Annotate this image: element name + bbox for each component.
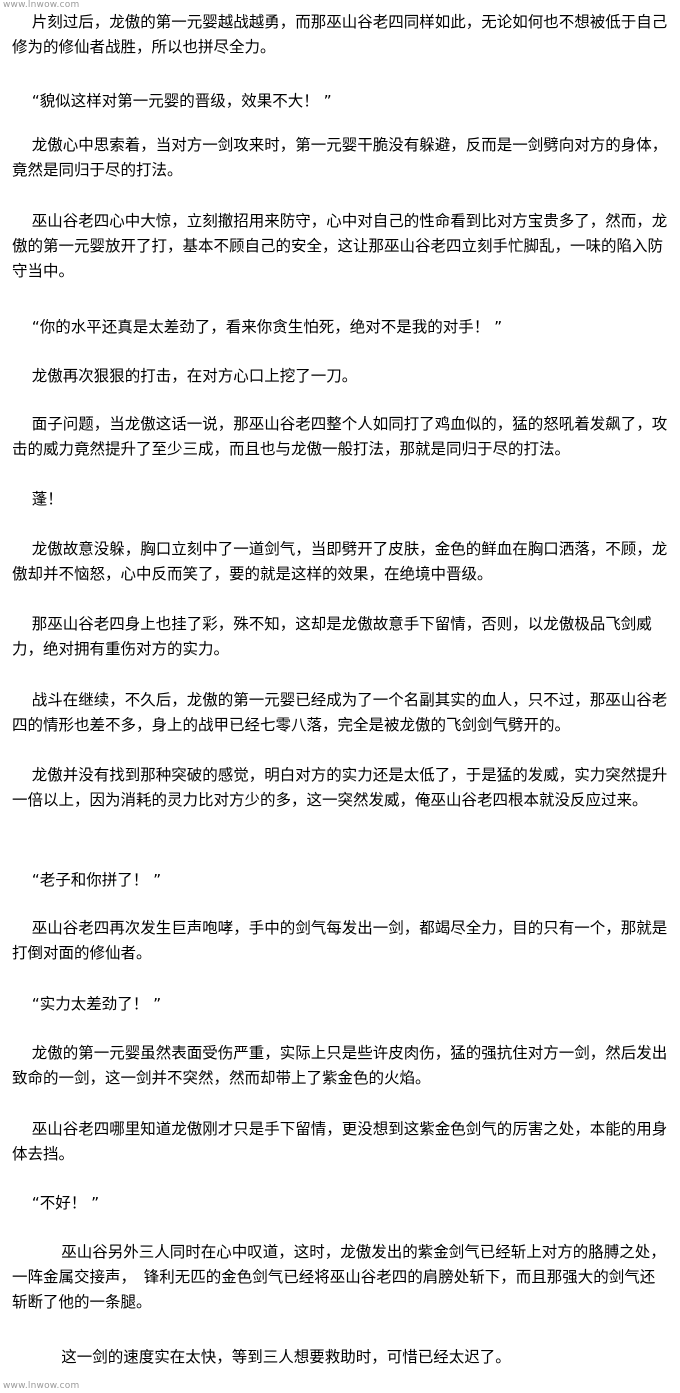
paragraph: 龙傲的第一元婴虽然表面受伤严重，实际上只是些许皮肉伤，猛的强抗住对方一剑，然后发… — [12, 1044, 668, 1087]
paragraph: “老子和你拼了！ ” — [12, 871, 162, 889]
watermark-top: www.lnwow.com — [3, 0, 80, 10]
paragraph: 这一剑的速度实在太快，等到三人想要救助时，可惜已经太迟了。 — [12, 1348, 511, 1366]
paragraph: 面子问题，当龙傲这话一说，那巫山谷老四整个人如同打了鸡血似的，猛的怒吼着发飙了，… — [12, 415, 668, 458]
paragraph: 龙傲并没有找到那种突破的感觉，明白对方的实力还是太低了，于是猛的发威，实力突然提… — [12, 766, 668, 809]
watermark-bottom: www.lnwow.com — [3, 1381, 80, 1391]
paragraph: “貌似这样对第一元婴的晋级，效果不大！ ” — [12, 92, 332, 110]
paragraph: 蓬！ — [12, 490, 63, 508]
paragraph: 巫山谷老四心中大惊，立刻撤招用来防守，心中对自己的性命看到比对方宝贵多了，然而，… — [12, 212, 668, 280]
paragraph: 巫山谷老四哪里知道龙傲刚才只是手下留情，更没想到这紫金色剑气的厉害之处，本能的用… — [12, 1120, 668, 1163]
paragraph: 片刻过后，龙傲的第一元婴越战越勇，而那巫山谷老四同样如此，无论如何也不想被低于自… — [12, 13, 668, 56]
paragraph: 龙傲心中思索着，当对方一剑攻来时，第一元婴干脆没有躲避，反而是一剑劈向对方的身体… — [12, 136, 668, 179]
paragraph: 那巫山谷老四身上也挂了彩，殊不知，这却是龙傲故意手下留情，否则，以龙傲极品飞剑威… — [12, 615, 652, 658]
paragraph: 战斗在继续，不久后，龙傲的第一元婴已经成为了一个名副其实的血人，只不过，那巫山谷… — [12, 691, 668, 734]
paragraph: “不好！ ” — [12, 1194, 100, 1212]
paragraph: 巫山谷老四再次发生巨声咆哮，手中的剑气每发出一剑，都竭尽全力，目的只有一个，那就… — [12, 919, 668, 962]
paragraph: “你的水平还真是太差劲了，看来你贪生怕死，绝对不是我的对手！ ” — [12, 318, 503, 336]
paragraph: 巫山谷另外三人同时在心中叹道，这时，龙傲发出的紫金剑气已经斩上对方的胳膊之处，一… — [12, 1243, 666, 1311]
paragraph: 龙傲再次狠狠的打击，在对方心口上挖了一刀。 — [12, 367, 358, 385]
paragraph: 龙傲故意没躲，胸口立刻中了一道剑气，当即劈开了皮肤，金色的鲜血在胸口洒落，不顾，… — [12, 540, 668, 583]
paragraph: “实力太差劲了！ ” — [12, 995, 162, 1013]
